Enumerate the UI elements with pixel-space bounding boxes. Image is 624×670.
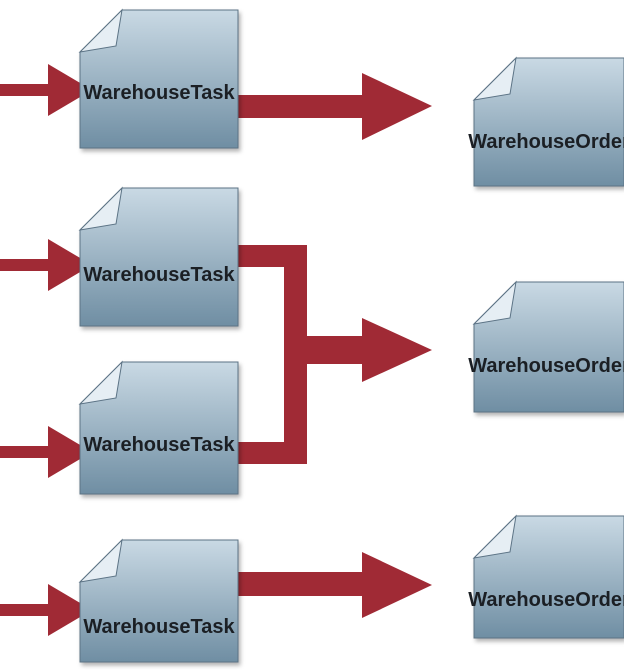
warehouse-order-doc-3-folded-corner xyxy=(472,514,517,559)
warehouse-task-doc-2-folded-corner xyxy=(78,186,123,231)
flow-arrow-tasks2-3-merge-to-order2 xyxy=(238,245,432,464)
warehouse-task-doc-4 xyxy=(78,538,239,663)
warehouse-task-doc-1 xyxy=(78,8,239,149)
warehouse-order-doc-1 xyxy=(472,56,624,187)
warehouse-task-doc-2 xyxy=(78,186,239,327)
warehouse-task-doc-4-folded-corner xyxy=(78,538,123,583)
flow-arrow-task4-to-order3 xyxy=(238,552,432,618)
warehouse-task-doc-3-folded-corner xyxy=(78,360,123,405)
warehouse-order-doc-2-folded-corner xyxy=(472,280,517,325)
warehouse-order-doc-3 xyxy=(472,514,624,639)
warehouse-order-doc-1-folded-corner xyxy=(472,56,517,101)
warehouse-task-doc-1-folded-corner xyxy=(78,8,123,53)
warehouse-order-doc-2 xyxy=(472,280,624,413)
flow-arrow-task1-to-order1 xyxy=(238,73,432,140)
incoming-arrow-2 xyxy=(0,239,92,291)
warehouse-task-doc-3 xyxy=(78,360,239,495)
incoming-arrow-4 xyxy=(0,584,92,636)
incoming-arrow-1 xyxy=(0,64,92,116)
incoming-arrow-3 xyxy=(0,426,92,478)
